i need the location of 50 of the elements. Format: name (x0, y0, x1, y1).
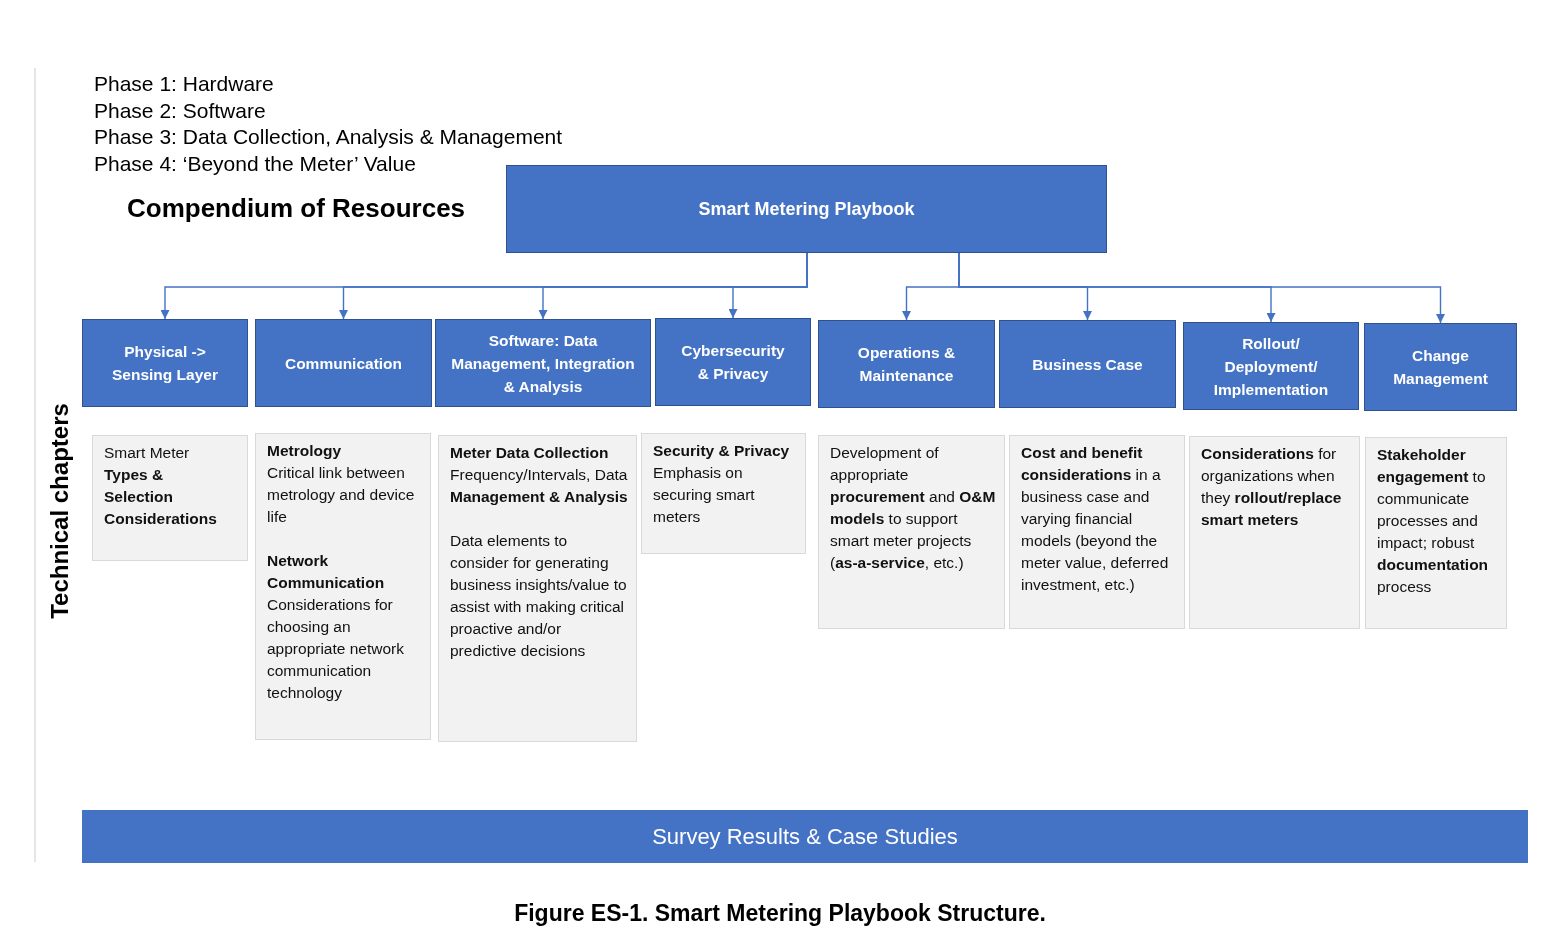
chapter-title: Cybersecurity & Privacy (680, 341, 786, 384)
description-panel (1365, 437, 1507, 629)
description-panel (818, 435, 1005, 629)
chapter-title: Operations & Maintenance (856, 343, 957, 386)
heading-text: Meter Data Collection (450, 443, 610, 463)
description-panel (1189, 436, 1360, 629)
band-title: Survey Results & Case Studies (652, 823, 958, 850)
chapter-title: Communication (284, 353, 403, 374)
description-text: Smart Meter Types & Selection Considerations (104, 443, 218, 529)
heading-text: Metrology (267, 441, 343, 461)
chapter-title: Rollout/ Deployment/ Implementation (1212, 333, 1330, 400)
survey-band (82, 810, 1528, 863)
chapter-box (999, 320, 1176, 408)
axis-heading: Technical chapters (46, 403, 74, 619)
phase-text: Phase 1: Hardware (94, 72, 274, 97)
chapter-box (82, 319, 248, 407)
chapter-box (655, 318, 811, 406)
chapter-title: Software: Data Management, Integration & Analysis (450, 330, 636, 397)
description-text: Considerations for choosing an appropriate network communication technology (267, 595, 405, 703)
heading-text: Security & Privacy (653, 441, 791, 461)
description-panel (438, 435, 637, 742)
description-panel (641, 433, 806, 554)
phase-text: Phase 3: Data Collection, Analysis & Management (94, 125, 563, 150)
description-text: Frequency/Intervals, Data Management & Analysis (450, 465, 629, 507)
chapter-box (435, 319, 651, 407)
description-panel (255, 433, 431, 740)
chapter-title: Physical -> Sensing Layer (111, 342, 219, 385)
box-title: Smart Metering Playbook (698, 198, 915, 220)
chapter-box (1183, 322, 1359, 410)
description-text: Cost and benefit considerations in a business case and varying financial models (beyond the meter value, deferred investment, etc.) (1021, 443, 1170, 595)
figure-caption: Figure ES-1. Smart Metering Playbook Structure. (514, 900, 1046, 927)
heading-text: Network Communication (267, 551, 386, 593)
description-text: Stakeholder engagement to communicate processes and impact; robust documentation process (1377, 445, 1490, 597)
chapter-title: Change Management (1392, 346, 1489, 389)
arrow (728, 252, 808, 319)
phase-text: Phase 4: ‘Beyond the Meter’ Value (94, 151, 416, 176)
chapter-title: Business Case (1032, 354, 1143, 375)
description-panel (92, 435, 248, 561)
chapter-box (1364, 323, 1517, 411)
phase-text: Phase 2: Software (94, 98, 266, 123)
description-text: Data elements to consider for generating business insights/value to assist with making critical proactive and/or predictive decisions (450, 531, 628, 661)
playbook-box (506, 165, 1107, 253)
description-text: Emphasis on securing smart meters (653, 463, 756, 527)
section-heading: Compendium of Resources (127, 194, 466, 224)
chapter-box (818, 320, 995, 408)
chapter-box (255, 319, 432, 407)
description-panel (1009, 435, 1185, 629)
description-text: Development of appropriate procurement and O&M models to support smart meter projects (as-a-service, etc.) (830, 443, 997, 573)
description-text: Considerations for organizations when they rollout/replace smart meters (1201, 444, 1343, 530)
description-text: Critical link between metrology and device life (267, 463, 416, 527)
